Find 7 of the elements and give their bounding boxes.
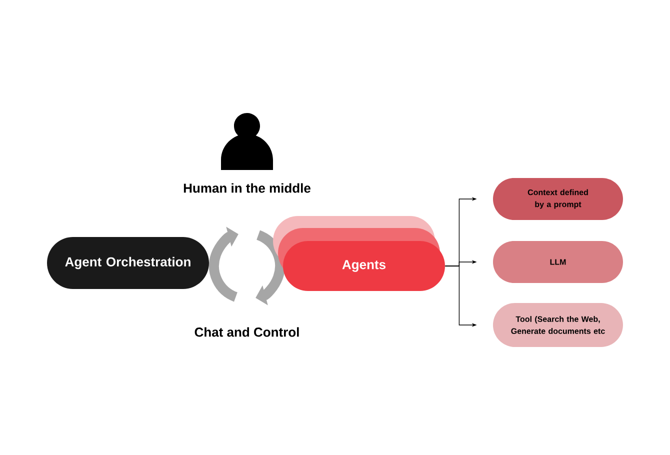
rounded-box: Context defined by a prompt [493, 178, 623, 220]
rounded-box: LLM [493, 241, 623, 283]
pill-box: Agents [283, 241, 445, 291]
pill-box: Agent Orchestration [47, 237, 209, 289]
caption-text: Chat and Control [194, 327, 299, 337]
caption-text: Human in the middle [184, 183, 310, 193]
rounded-box: Tool (Search the Web, Generate documents etc [493, 303, 623, 347]
